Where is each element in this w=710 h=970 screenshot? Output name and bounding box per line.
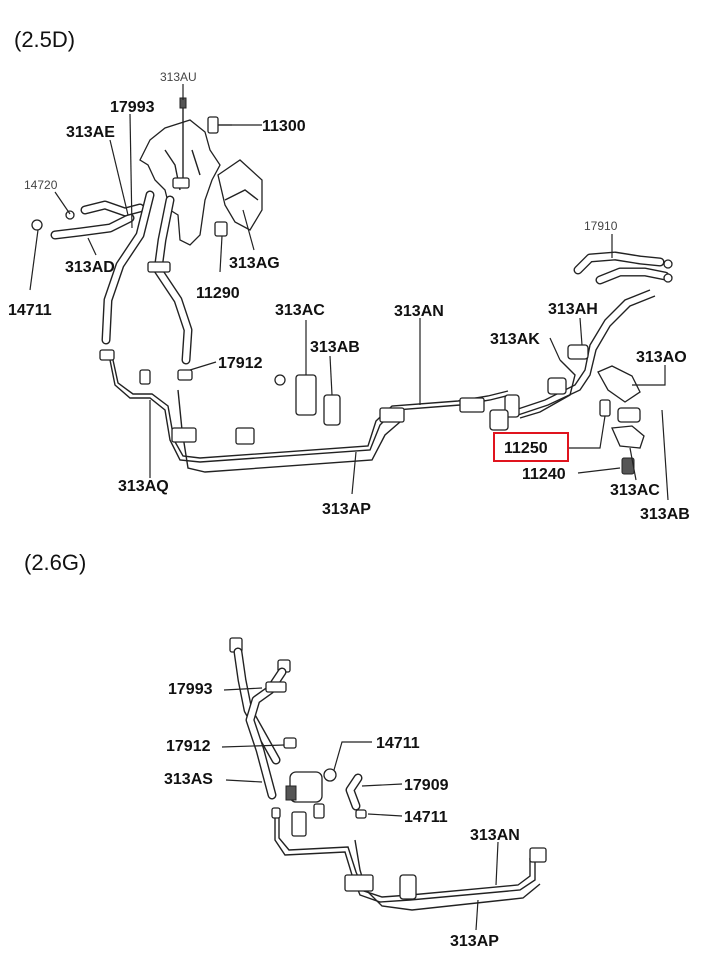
label-313ae: 313AE (66, 124, 115, 141)
label-17912-b: 17912 (166, 738, 211, 755)
label-313aq: 313AQ (118, 478, 169, 495)
clamp-313ac-part (295, 374, 317, 416)
bottom-diagram-drawing (229, 637, 547, 911)
bolt-11300-part (207, 116, 219, 134)
label-313ak: 313AK (490, 331, 540, 348)
highlight-box-11250 (493, 432, 569, 462)
section-title-2.6g: (2.6G) (24, 550, 86, 575)
label-14720: 14720 (24, 178, 58, 192)
label-17912: 17912 (218, 355, 263, 372)
label-313ac: 313AC (275, 302, 325, 319)
label-313ad: 313AD (65, 259, 115, 276)
label-17909-b: 17909 (404, 777, 449, 794)
label-11300: 11300 (262, 118, 306, 135)
label-313ap-b: 313AP (450, 933, 499, 950)
top-leader-lines (29, 84, 669, 501)
label-11240: 11240 (522, 466, 566, 483)
label-11250: 11250 (504, 440, 548, 457)
label-17910: 17910 (584, 219, 618, 233)
bracket-313ao-part (597, 365, 641, 403)
label-313an-b: 313AN (470, 827, 520, 844)
label-313an: 313AN (394, 303, 444, 320)
label-313as-b: 313AS (164, 771, 213, 788)
bolt-11240-part (599, 399, 611, 417)
label-313au: 313AU (160, 70, 197, 84)
label-313ac-right: 313AC (610, 482, 660, 499)
label-14711-b1: 14711 (376, 735, 420, 752)
section-title-2.5d: (2.5D) (14, 27, 75, 52)
clamp-313ab-part (323, 394, 341, 426)
label-313ao: 313AO (636, 349, 687, 366)
bottom-leader-lines (221, 687, 499, 931)
label-313ap: 313AP (322, 501, 371, 518)
top-diagram-drawing (31, 97, 673, 475)
label-313ag: 313AG (229, 255, 280, 272)
clip-11290-part (214, 221, 228, 237)
label-11290: 11290 (196, 285, 240, 302)
label-17993: 17993 (110, 99, 155, 116)
label-313ah: 313AH (548, 301, 598, 318)
label-313ab: 313AB (310, 339, 360, 356)
label-313ab-right: 313AB (640, 506, 690, 523)
label-14711: 14711 (8, 302, 52, 319)
label-14711-b2: 14711 (404, 809, 448, 826)
label-17993-b: 17993 (168, 681, 213, 698)
bracket-313ag-part (217, 159, 263, 231)
